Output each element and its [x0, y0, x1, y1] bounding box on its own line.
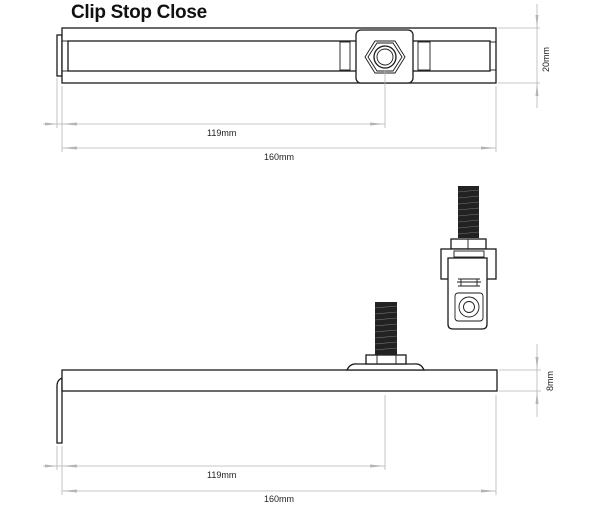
side-bar [61, 369, 498, 392]
l-bracket [56, 377, 63, 444]
dim-offset-label: 119mm [207, 128, 236, 138]
top-view [56, 27, 497, 84]
slot-h [457, 278, 481, 287]
washer [346, 363, 425, 371]
front-view [440, 186, 497, 330]
side-nut [365, 354, 407, 365]
bolt-thread [458, 186, 479, 238]
side-dim-length-label: 160mm [264, 494, 294, 504]
mount-hole [458, 296, 480, 318]
dim-length-label: 160mm [264, 152, 294, 162]
side-view [56, 302, 498, 444]
top-view-dimensions: 119mm 160mm 20mm [43, 4, 551, 162]
end-stop-right [489, 41, 497, 71]
side-bolt-thread [375, 302, 397, 355]
dim-width-label: 20mm [541, 47, 551, 72]
rail-channel [67, 40, 491, 72]
hex-nut-icon [364, 40, 406, 74]
side-view-dimensions: 119mm 160mm 8mm [43, 344, 555, 504]
side-dim-offset-label: 119mm [207, 470, 236, 480]
clip-body [447, 257, 488, 330]
dim-height-label: 8mm [545, 371, 555, 391]
slider-pad-left [339, 41, 351, 71]
slider-pad-right [417, 41, 431, 71]
end-cap-left [56, 34, 63, 77]
drawing-title: Clip Stop Close [71, 2, 207, 23]
nut [450, 238, 487, 250]
